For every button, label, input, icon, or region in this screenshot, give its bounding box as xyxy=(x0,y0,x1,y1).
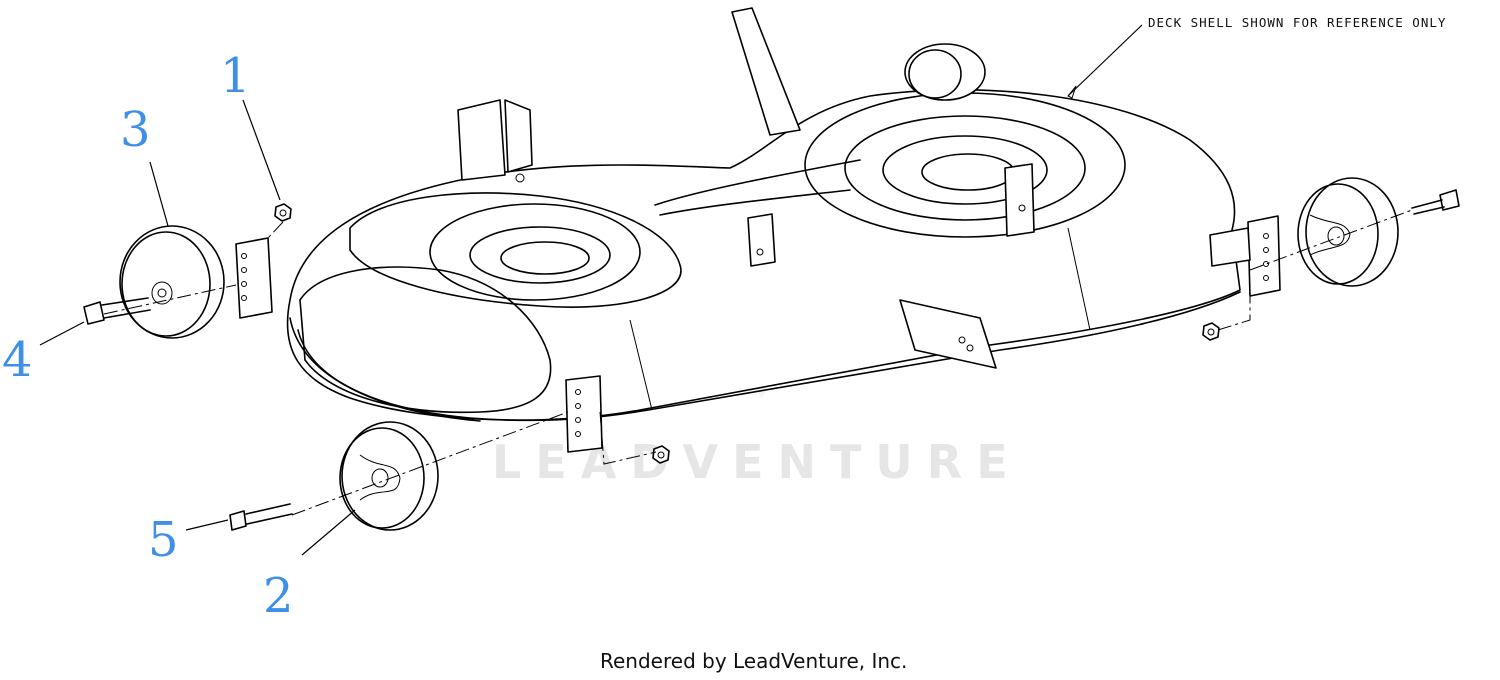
leader-line xyxy=(185,519,229,531)
callout-2: 2 xyxy=(263,568,294,624)
leader-line xyxy=(242,99,281,201)
callout-5: 5 xyxy=(148,512,179,568)
shoulder-bolt-5 xyxy=(229,503,293,531)
callout-4: 4 xyxy=(2,332,33,388)
leader-line xyxy=(39,321,85,346)
wheel-left-rear xyxy=(119,225,225,339)
assembly-line xyxy=(1249,209,1413,271)
deck-shell xyxy=(235,7,1281,453)
wheel-rear-right xyxy=(904,43,986,101)
wheel-right xyxy=(1297,177,1399,287)
assembly-line xyxy=(291,411,569,516)
callout-1: 1 xyxy=(220,48,251,104)
assembly-line xyxy=(1217,296,1251,331)
assembly-line xyxy=(103,284,237,315)
hex-nuts xyxy=(274,203,1220,464)
leader-line xyxy=(1067,24,1143,97)
assembly-line xyxy=(599,411,657,465)
footer-credit: Rendered by LeadVenture, Inc. xyxy=(600,649,907,673)
leader-line xyxy=(301,509,356,556)
wheel-front-left xyxy=(339,421,439,531)
shoulder-bolt-right xyxy=(1411,189,1460,215)
assembly-line xyxy=(267,221,284,239)
reference-note: DECK SHELL SHOWN FOR REFERENCE ONLY xyxy=(1148,15,1446,30)
shoulder-bolt-4 xyxy=(83,297,151,325)
callout-3: 3 xyxy=(120,102,151,158)
leader-line xyxy=(149,161,169,227)
